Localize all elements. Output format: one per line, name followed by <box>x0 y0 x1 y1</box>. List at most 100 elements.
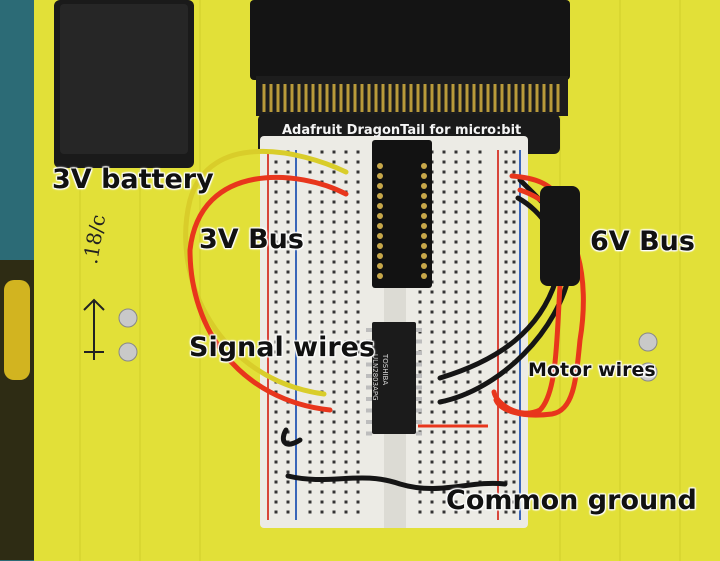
breadboard-hole <box>308 500 312 504</box>
breadboard-hole <box>274 280 278 284</box>
breadboard-hole <box>308 170 312 174</box>
breadboard-hole <box>512 470 516 474</box>
breadboard-hole <box>478 470 482 474</box>
breadboard-hole <box>286 170 290 174</box>
breadboard-hole <box>478 510 482 514</box>
breadboard-hole <box>512 370 516 374</box>
breadboard-hole <box>344 490 348 494</box>
breadboard-hole <box>478 430 482 434</box>
breadboard-hole <box>466 470 470 474</box>
breadboard-hole <box>344 200 348 204</box>
breadboard-hole <box>466 220 470 224</box>
breakout-pin <box>377 223 383 229</box>
breakout-pin <box>377 253 383 259</box>
breadboard-hole <box>320 440 324 444</box>
breadboard-hole <box>320 260 324 264</box>
breadboard-hole <box>512 180 516 184</box>
breadboard-hole <box>430 420 434 424</box>
breadboard-hole <box>344 460 348 464</box>
breadboard-hole <box>344 400 348 404</box>
breadboard-hole <box>478 310 482 314</box>
connector-pins <box>262 84 560 112</box>
breadboard-hole <box>356 160 360 164</box>
breadboard-hole <box>478 270 482 274</box>
breadboard-hole <box>308 460 312 464</box>
breadboard-hole <box>512 250 516 254</box>
breadboard-hole <box>512 480 516 484</box>
breadboard-hole <box>466 290 470 294</box>
breadboard-hole <box>466 150 470 154</box>
breadboard-hole <box>442 270 446 274</box>
breakout-pin <box>421 233 427 239</box>
breadboard-hole <box>442 260 446 264</box>
breadboard-hole <box>332 270 336 274</box>
breadboard-hole <box>344 470 348 474</box>
breadboard-hole <box>286 500 290 504</box>
breadboard-hole <box>454 480 458 484</box>
breadboard-hole <box>466 440 470 444</box>
breakout-pin <box>421 163 427 169</box>
breadboard-hole <box>478 150 482 154</box>
breadboard-hole <box>308 450 312 454</box>
breadboard-hole <box>356 240 360 244</box>
breadboard-hole <box>274 190 278 194</box>
breadboard-hole <box>274 390 278 394</box>
chip-leg <box>366 408 372 413</box>
breadboard-hole <box>478 250 482 254</box>
breadboard-hole <box>442 220 446 224</box>
breadboard-hole <box>478 500 482 504</box>
breadboard-hole <box>512 150 516 154</box>
breadboard-hole <box>320 280 324 284</box>
breadboard-hole <box>308 370 312 374</box>
breadboard-hole <box>418 510 422 514</box>
breadboard-hole <box>344 390 348 394</box>
breadboard-hole <box>466 270 470 274</box>
breakout-pin <box>377 183 383 189</box>
breadboard-hole <box>504 330 508 334</box>
breadboard-hole <box>430 490 434 494</box>
breakout-pins <box>377 163 427 279</box>
breadboard-hole <box>504 490 508 494</box>
breadboard-hole <box>478 200 482 204</box>
breakout-pin <box>421 243 427 249</box>
breadboard-hole <box>356 250 360 254</box>
breadboard-hole <box>274 410 278 414</box>
breadboard-hole <box>442 390 446 394</box>
breadboard-hole <box>286 490 290 494</box>
breadboard-hole <box>320 410 324 414</box>
screw <box>118 342 138 362</box>
breadboard-hole <box>356 230 360 234</box>
breadboard-hole <box>478 290 482 294</box>
breadboard-hole <box>478 190 482 194</box>
breadboard-hole <box>454 300 458 304</box>
breadboard-hole <box>308 220 312 224</box>
breadboard-hole <box>356 490 360 494</box>
label-3v-bus: 3V Bus <box>199 224 304 255</box>
breadboard-hole <box>332 350 336 354</box>
breadboard-hole <box>344 340 348 344</box>
breadboard-hole <box>332 380 336 384</box>
breadboard-hole <box>504 250 508 254</box>
breadboard-hole <box>504 420 508 424</box>
breadboard-hole <box>466 310 470 314</box>
breakout-pin <box>421 173 427 179</box>
breadboard-hole <box>454 500 458 504</box>
breadboard-hole <box>442 310 446 314</box>
breadboard-hole <box>442 420 446 424</box>
breadboard-hole <box>274 180 278 184</box>
breadboard-hole <box>332 250 336 254</box>
breadboard-hole <box>356 400 360 404</box>
breadboard-hole <box>512 510 516 514</box>
breadboard-hole <box>512 190 516 194</box>
breadboard-hole <box>512 290 516 294</box>
breadboard-hole <box>332 240 336 244</box>
6v-battery-clip <box>540 186 580 286</box>
breadboard-hole <box>430 360 434 364</box>
breadboard-hole <box>286 310 290 314</box>
breadboard-hole <box>332 470 336 474</box>
breadboard-hole <box>320 350 324 354</box>
breadboard-hole <box>430 500 434 504</box>
breadboard-hole <box>308 230 312 234</box>
breadboard-hole <box>504 350 508 354</box>
